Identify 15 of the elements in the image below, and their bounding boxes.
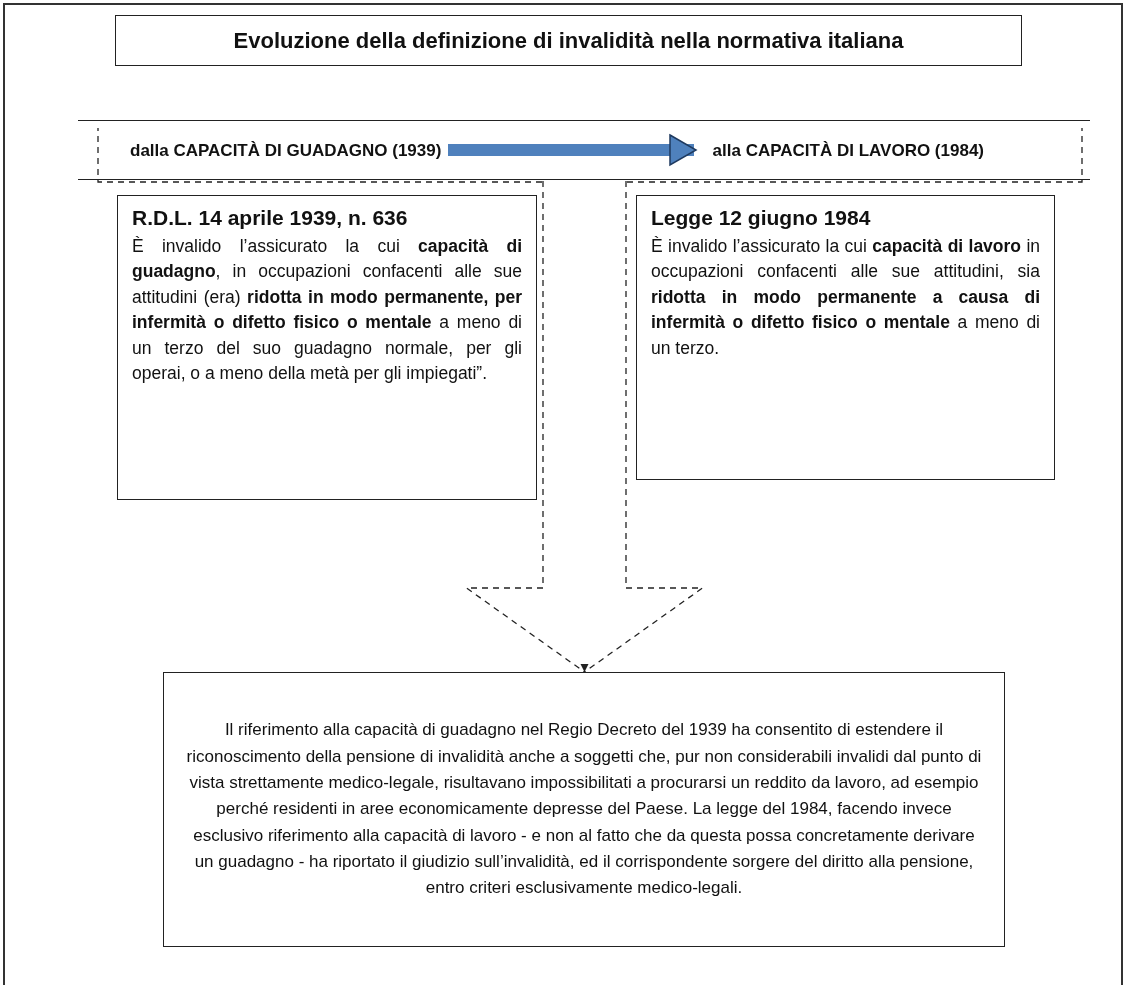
law-heading: Legge 12 giugno 1984 <box>651 206 872 230</box>
law-box <box>636 195 1055 480</box>
title-text: Evoluzione della definizione di invalidità nella normativa italiana <box>233 27 904 54</box>
note-box <box>163 672 1005 947</box>
law-heading: R.D.L. 14 aprile 1939, n. 636 <box>132 206 409 230</box>
title-box <box>115 15 1022 66</box>
law-text: È invalido l’assicurato la cui capacità di guadagno, in occupazioni confacenti alle sue attitudini (era) ridotta in modo permanente, per infermità o difetto fisico o mentale a meno di un terzo del suo guadagno normale, per gli operai, o a meno della metà per gli impiegati”. <box>132 235 522 385</box>
law-text: È invalido l’assicurato la cui capacità di lavoro in occupazioni confacenti alle sue attitudini, sia ridotta in modo permanente a causa di infermità o difetto fisico o mentale a meno di un terzo. <box>651 235 1040 360</box>
arrow <box>448 134 697 166</box>
banner-label: alla CAPACITÀ DI LAVORO (1984) <box>712 141 984 161</box>
banner-label: dalla CAPACITÀ DI GUADAGNO (1939) <box>130 141 442 161</box>
banner-band <box>78 120 1090 180</box>
note-text: Il riferimento alla capacità di guadagno nel Regio Decreto del 1939 ha consentito di estendere il riconoscimento della pensione di invalidità anche a soggetti che, pur non considerabili invalidi dal punto di vista strettamente medico-legale, risultavano impossibilitati a procurarsi un reddito da lavoro, ad esempio perché residenti in aree economicamente depresse del Paese. La legge del 1984, facendo invece esclusivo riferimento alla capacità di lavoro - e non al fatto che da questa possa concretamente derivare un guadagno - ha riportato il giudizio sull’invalidità, ed il corrispondente sorgere del diritto alla pensione, entro criteri esclusivamente medico-legali. <box>186 719 982 900</box>
block-arrow <box>464 180 705 673</box>
law-box <box>117 195 537 500</box>
